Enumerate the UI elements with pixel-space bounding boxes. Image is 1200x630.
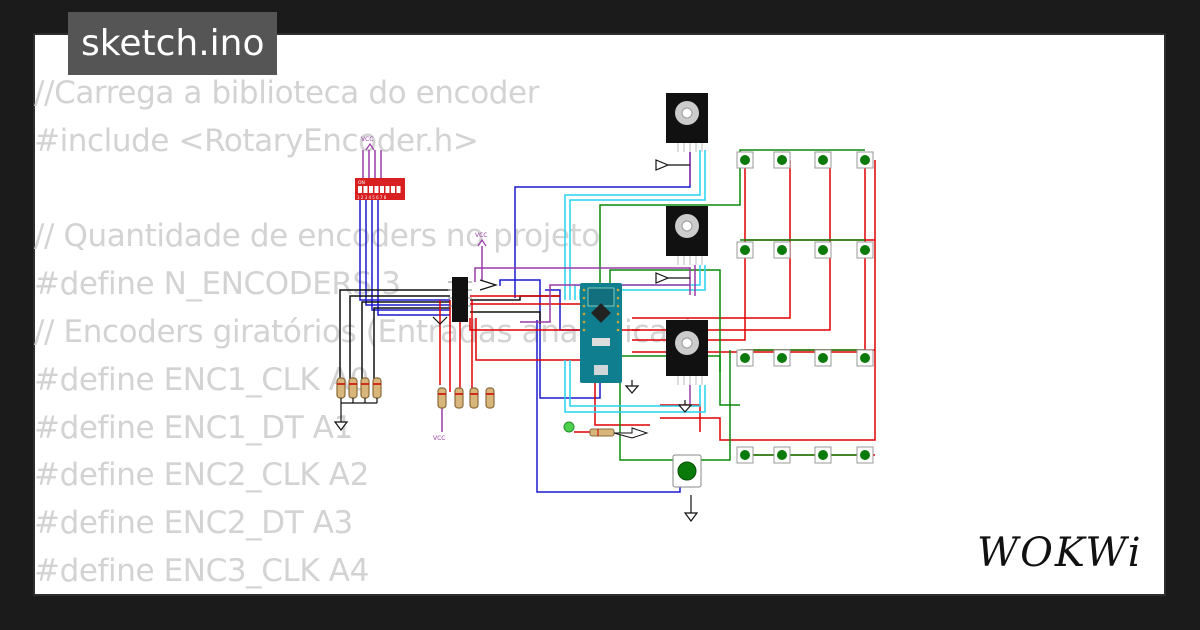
vcc-symbols [365,142,487,247]
code-line: #define ENC1_DT A1 [34,409,353,446]
code-line: #define ENC2_DT A3 [34,505,353,542]
code-line: #include <RotaryEncoder.h> [34,122,479,159]
matrix-pushbutton[interactable] [856,349,874,367]
matrix-pushbutton[interactable] [814,151,832,169]
matrix-pushbutton[interactable] [814,446,832,464]
matrix-pushbutton[interactable] [856,151,874,169]
vcc-arrow-icon [477,238,487,247]
matrix-pushbutton[interactable] [773,151,791,169]
matrix-pushbutton[interactable] [736,446,754,464]
matrix-pushbutton[interactable] [856,446,874,464]
dip-switch[interactable]: ON 1 2 3 4 5 6 7 8 [355,178,405,200]
resistor-bank-right [437,387,495,409]
resistor [336,377,382,399]
wires [339,149,876,493]
arrow-icon [655,272,690,284]
rotary-encoder[interactable] [666,320,708,385]
code-line: #define N_ENCODERS 3 [34,266,401,303]
ground-icon [333,421,349,431]
code-line: #define ENC2_CLK A2 [34,457,369,494]
matrix-pushbutton[interactable] [856,241,874,259]
dip-on-label: ON [358,180,365,186]
wokwi-logo: WOKWi [977,530,1143,576]
vcc-label: VCC [433,435,445,442]
matrix-pushbutton[interactable] [736,241,754,259]
ground-icon [624,380,640,394]
resistor [437,387,495,409]
code-line: #define ENC3_CLK A4 [34,552,369,589]
arrow-icon [613,427,649,439]
dip-pin-numbers: 1 2 3 4 5 6 7 8 [357,195,387,200]
matrix-pushbutton[interactable] [773,349,791,367]
card-bottom-edge [33,596,1166,630]
matrix-pushbutton[interactable] [814,241,832,259]
vcc-label: VCC [475,232,487,239]
card-border-bottom [33,594,1166,596]
arrow-icon [479,279,499,291]
matrix-pushbutton[interactable] [814,349,832,367]
rotary-encoder[interactable] [666,206,708,265]
led[interactable] [563,421,649,439]
rotary-encoder[interactable] [666,93,708,152]
shift-register-chip[interactable] [448,277,472,322]
chevron-down-icon [432,316,448,325]
ground-icon [683,495,699,522]
code-line: //Carrega a biblioteca do encoder [34,75,540,111]
ground-icon [677,400,693,413]
resistor-bank-left [333,377,382,431]
vcc-arrow-icon [365,142,375,151]
vcc-label: VCC [361,136,373,143]
ground-symbols [432,159,699,522]
matrix-pushbutton[interactable] [773,241,791,259]
button-matrix[interactable] [736,151,874,464]
matrix-pushbutton[interactable] [736,349,754,367]
arrow-icon [655,159,690,171]
matrix-pushbutton[interactable] [736,151,754,169]
file-tab[interactable]: sketch.ino [68,12,278,75]
matrix-pushbutton[interactable] [773,446,791,464]
wokwi-logo-text: WOKWi [977,530,1143,576]
code-line: // Quantidade de encoders no projeto [34,218,600,255]
pushbutton[interactable] [672,454,702,488]
arduino-nano[interactable] [580,283,622,383]
